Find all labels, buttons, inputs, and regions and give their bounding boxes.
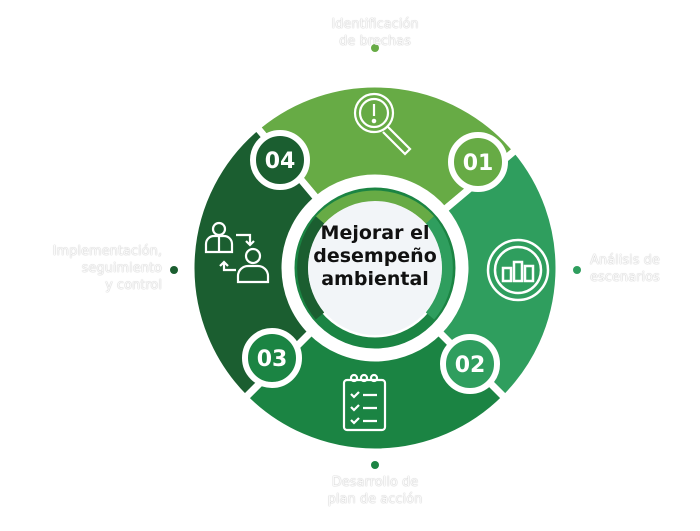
puzzle-knob-02 [440,334,500,394]
segment-01 [251,80,521,216]
dot-01 [371,44,379,52]
center-ring-accent [315,190,435,224]
center-title: Mejorar el desempeño ambiental [313,222,437,290]
step-01-label: Identificación de brechas [331,17,419,49]
step-03-label: Desarrollo de plan de acción [327,475,423,507]
checklist-icon [342,373,387,432]
step-number-04: 04 [265,149,296,174]
step-04-label: Implementación, seguimiento y control [52,244,162,293]
puzzle-knob-04 [250,130,310,190]
puzzle-knob-01 [448,132,508,192]
center-disc [308,201,442,335]
chart-donut-icon [486,238,550,302]
step-number-01: 01 [463,151,494,176]
segment-03 [239,326,511,456]
dot-04 [170,266,178,274]
step-02-label: Análisis de escenarios [590,253,660,285]
people-exchange-icon [204,221,270,284]
dot-03 [371,461,379,469]
step-number-02: 02 [455,353,486,378]
step-number-03: 03 [257,347,288,372]
dot-02 [573,266,581,274]
magnifier-alert-icon [353,92,412,156]
puzzle-knob-03 [242,328,302,388]
